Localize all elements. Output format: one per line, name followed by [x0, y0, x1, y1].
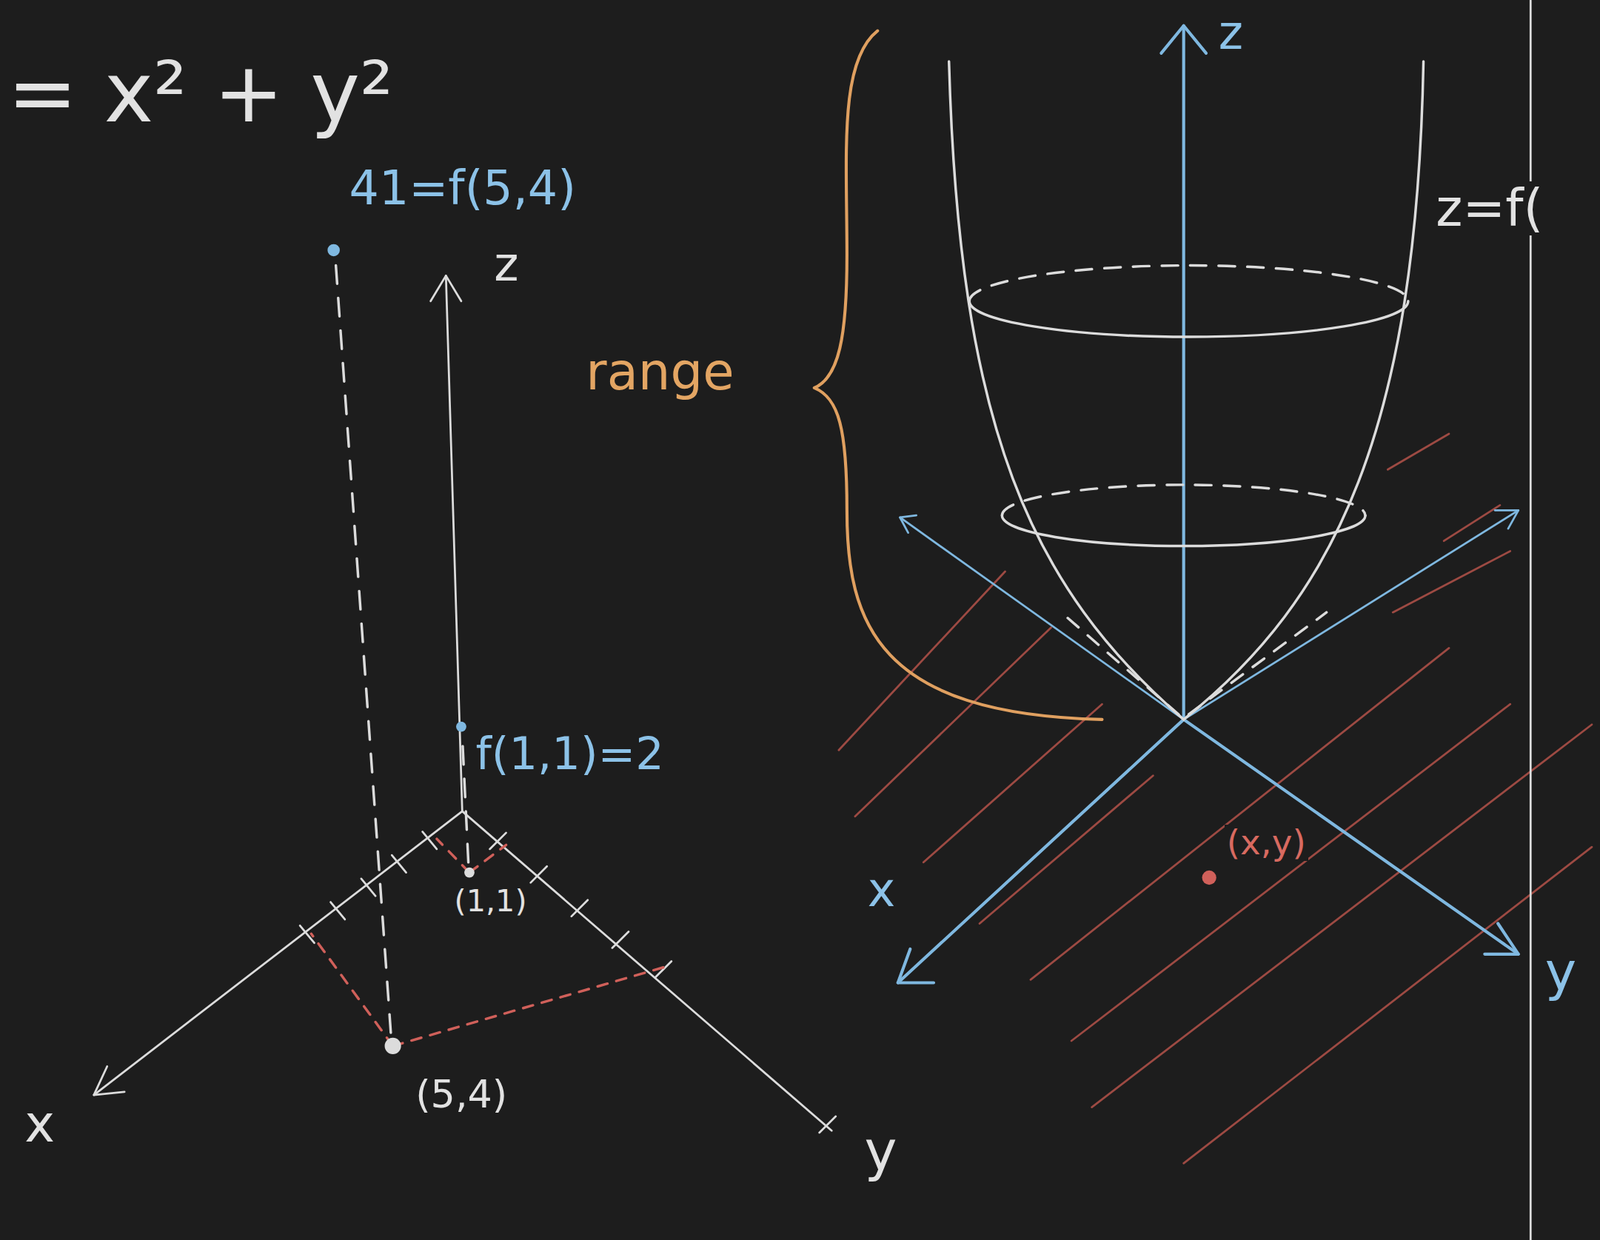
range-brace [814, 31, 1103, 720]
point-dot [456, 721, 467, 733]
axis-name: y [1542, 944, 1579, 1000]
domain-hatching [838, 433, 1592, 1164]
range-label: range [583, 345, 736, 399]
point-dot [464, 867, 475, 879]
axis-name: x [865, 865, 899, 916]
point-dot [1202, 870, 1217, 885]
point-coordinates: (1,1) [452, 885, 530, 918]
axis-name: z [491, 239, 521, 290]
point-dot [385, 1038, 402, 1055]
height-dashes [335, 263, 468, 1033]
point-dot [327, 244, 340, 257]
points [327, 244, 1216, 1055]
axes-3d [94, 275, 836, 1133]
point-coordinates: (5,4) [413, 1073, 510, 1115]
projection-dashes [310, 838, 663, 1047]
point-value: 41=f(5,4) [347, 163, 579, 214]
axes-3d [898, 25, 1519, 984]
surface-equation: z=f( [1433, 181, 1546, 235]
axis-name: z [1216, 8, 1246, 58]
axis-name: x [22, 1097, 58, 1151]
point-value: f(1,1)=2 [473, 730, 666, 779]
axis-name: y [862, 1122, 900, 1181]
paraboloid-surface [949, 61, 1424, 720]
function-formula: = x² + y² [5, 48, 396, 137]
point-coordinates: (x,y) [1224, 824, 1309, 862]
